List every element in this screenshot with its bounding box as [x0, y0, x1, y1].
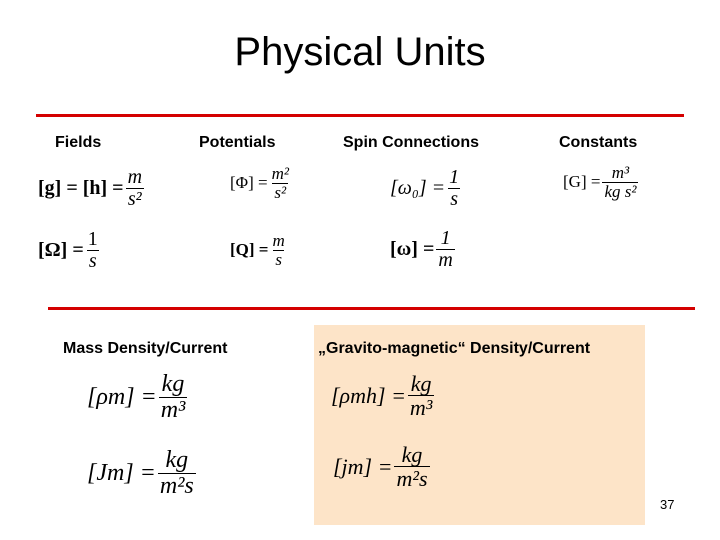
equation-numerator: m [127, 166, 143, 188]
equation-lhs: [ω] = [390, 238, 435, 260]
equation-numerator: 1 [449, 166, 460, 188]
slide-title: Physical Units [234, 30, 486, 74]
equation-lhs: [Q] = [230, 240, 269, 260]
equation-lhs: [ω₀] = [390, 177, 446, 199]
equation-denominator: m²s [394, 466, 430, 492]
equation-numerator: m³ [611, 163, 630, 182]
header-spin-connections: Spin Connections [343, 134, 479, 151]
header-constants: Constants [559, 134, 638, 151]
header-mass-density: Mass Density/Current [63, 340, 228, 357]
equation-numerator: kg [401, 442, 423, 467]
equation-denominator: m²s [157, 473, 196, 500]
gravito-magnetic-panel [314, 325, 645, 525]
equation-lhs: [g] = [h] = [38, 177, 124, 199]
equation-numerator: kg [410, 371, 432, 396]
equation-lhs: [Ω] = [38, 239, 84, 261]
equation-numerator: kg [165, 447, 189, 473]
middle-divider [48, 307, 695, 310]
equation-denominator: s [448, 188, 461, 210]
top-divider [36, 114, 684, 117]
equation-lhs: [ρmh] = [331, 382, 406, 408]
equation-denominator: m³ [407, 395, 435, 421]
equation-lhs: [G] = [563, 172, 601, 192]
equation-lhs: [Jm] = [87, 460, 156, 487]
page-number: 37 [660, 497, 675, 512]
equation-lhs: [Φ] = [230, 173, 268, 193]
header-potentials: Potentials [199, 134, 276, 151]
equation-denominator: s² [272, 182, 289, 202]
equation-lhs: [ρm] = [87, 384, 157, 411]
equation-lhs: [jm] = [333, 453, 393, 479]
equation-numerator: kg [161, 371, 185, 397]
equation-numerator: 1 [440, 227, 451, 249]
equation-denominator: s² [125, 188, 144, 210]
equation-denominator: s [273, 249, 284, 269]
equation-denominator: m [436, 249, 455, 271]
header-fields: Fields [55, 134, 102, 151]
equation-denominator: s [86, 250, 99, 272]
equation-denominator: kg s² [602, 181, 639, 201]
header-gravito-magnetic: „Gravito-magnetic“ Density/Current [318, 340, 591, 357]
equation-numerator: m² [271, 164, 289, 183]
equation-numerator: m [272, 231, 285, 250]
equation-denominator: m³ [158, 397, 188, 424]
equation-numerator: 1 [87, 228, 98, 250]
